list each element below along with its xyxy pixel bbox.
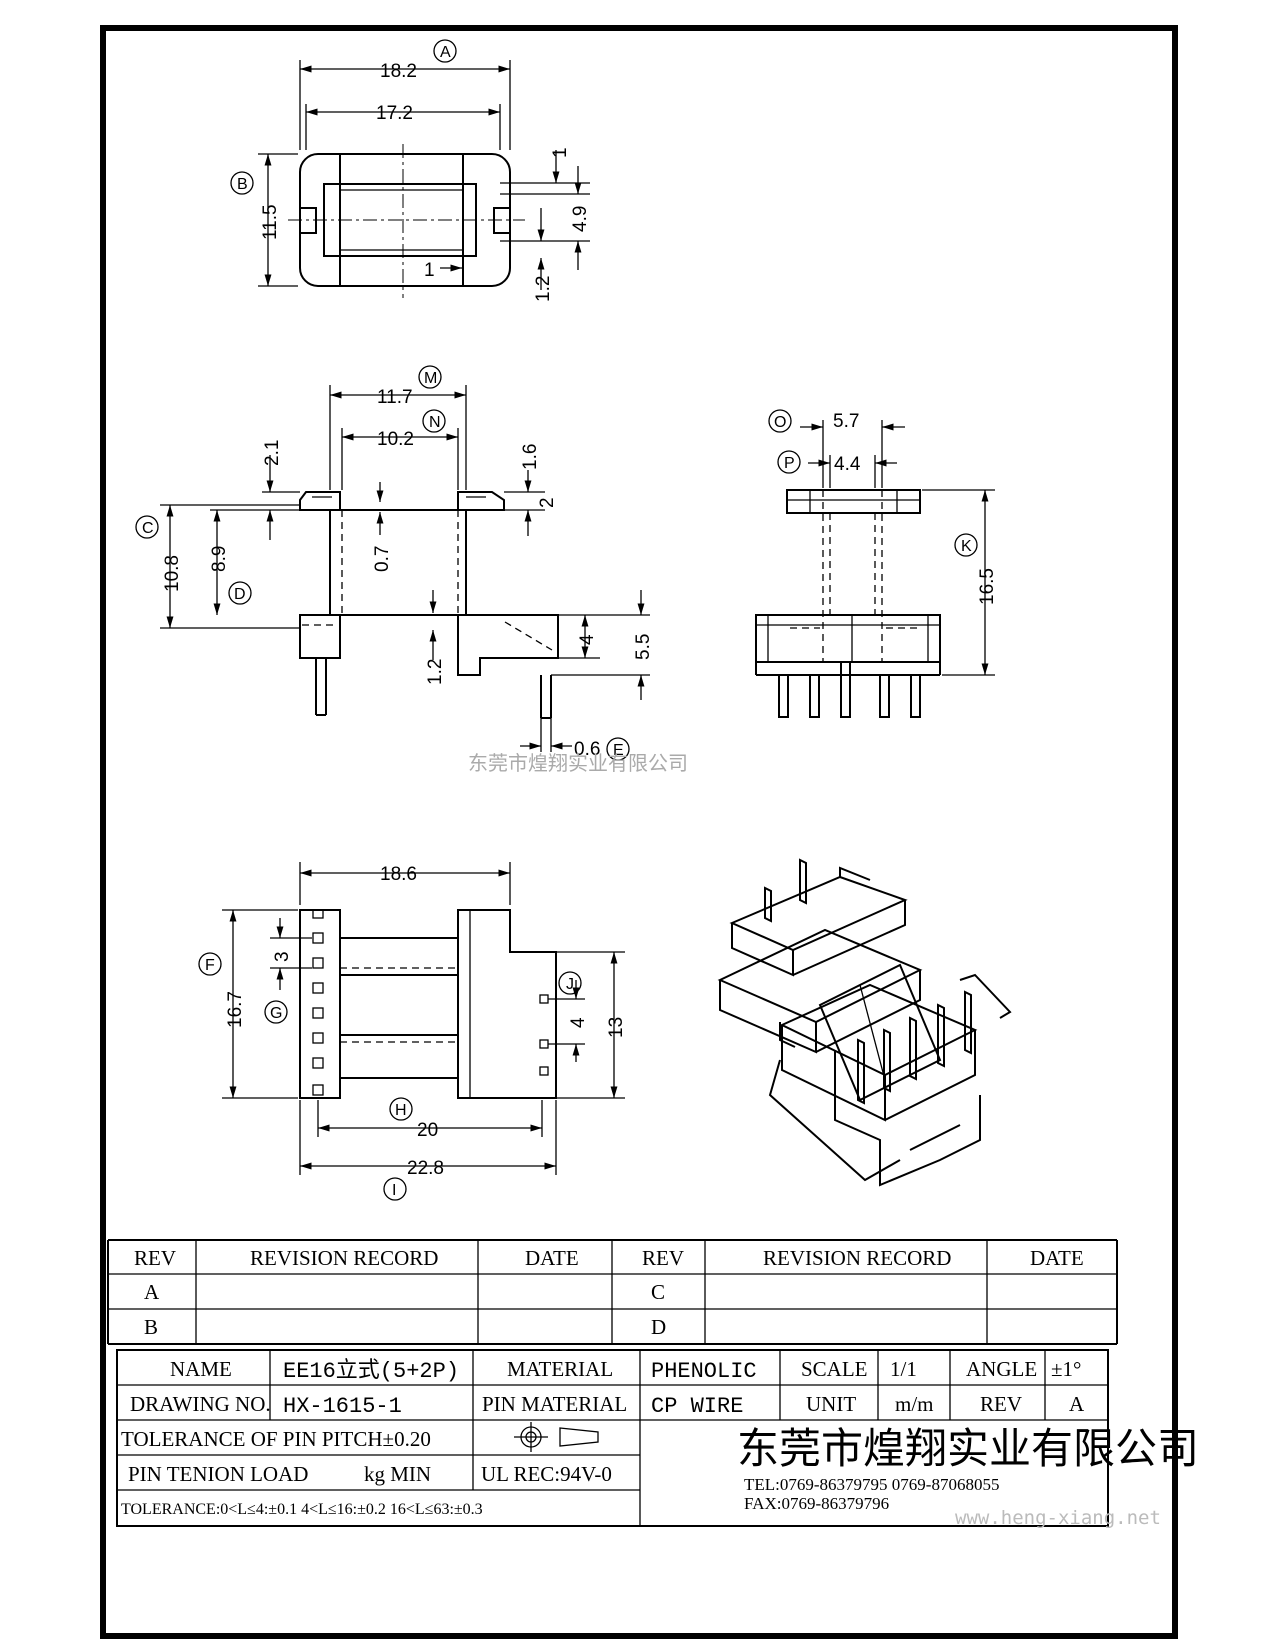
top-dim-d: 1 xyxy=(550,147,571,158)
date-header-1: DATE xyxy=(525,1246,579,1270)
side-dim-b: 4.4 xyxy=(834,454,861,475)
callout-p: P xyxy=(784,455,795,472)
rev-header-1: REV xyxy=(134,1246,176,1270)
projection-symbol-icon xyxy=(514,1422,599,1452)
pin-tension-label: PIN TENION LOAD xyxy=(128,1462,308,1486)
name-label: NAME xyxy=(170,1357,232,1381)
top-dim-c: 11.5 xyxy=(260,204,281,240)
pin-tension-unit: kg MIN xyxy=(364,1462,431,1486)
side-dim-c: 16.5 xyxy=(977,568,998,605)
company-name: 东莞市煌翔实业有限公司 xyxy=(737,1426,1199,1473)
top-view: 18.2 17.2 11.5 1 4.9 1.2 1 A B xyxy=(230,39,591,302)
front-dim-k: 5.5 xyxy=(633,634,654,660)
callout-d: D xyxy=(234,586,246,603)
revision-record-header-2: REVISION RECORD xyxy=(763,1246,951,1270)
callout-n: N xyxy=(429,414,441,431)
callout-h: H xyxy=(395,1102,407,1119)
front-view: 11.7 10.2 2.1 1.6 2 10.8 8.9 0.7 1.2 4 xyxy=(135,365,654,761)
front-dim-i: 1.2 xyxy=(425,659,446,685)
callout-e: E xyxy=(613,742,624,759)
unit-label: UNIT xyxy=(806,1392,856,1416)
side-dim-a: 5.7 xyxy=(833,411,859,432)
rev-label: REV xyxy=(980,1392,1022,1416)
front-dim-a: 11.7 xyxy=(377,387,413,408)
front-dim-h: 0.7 xyxy=(372,546,393,572)
drawing-no-label: DRAWING NO. xyxy=(130,1392,271,1416)
front-dim-g: 8.9 xyxy=(209,546,230,572)
callout-g: G xyxy=(270,1005,282,1022)
callout-k: K xyxy=(961,538,972,555)
callout-o: O xyxy=(774,414,786,431)
rev-row-c: C xyxy=(651,1280,665,1304)
title-block: NAME EE16立式(5+2P) MATERIAL PHENOLIC SCAL… xyxy=(116,1349,1199,1527)
top-dim-e: 4.9 xyxy=(570,206,591,232)
front-dim-c: 2.1 xyxy=(262,440,283,466)
front-dim-e: 2 xyxy=(537,497,558,508)
company-fax: FAX:0769-86379796 xyxy=(744,1494,889,1513)
top-dim-f: 1.2 xyxy=(533,276,554,302)
material-value: PHENOLIC xyxy=(651,1359,757,1384)
bottom-dim-d: 4 xyxy=(568,1017,589,1028)
ul-rec: UL REC:94V-0 xyxy=(481,1462,612,1486)
callout-b: B xyxy=(237,176,248,193)
name-value: EE16立式(5+2P) xyxy=(283,1358,459,1384)
rev-row-a: A xyxy=(144,1280,160,1304)
pin-material-label: PIN MATERIAL xyxy=(482,1392,627,1416)
bottom-dim-b: 16.7 xyxy=(225,991,246,1028)
date-header-2: DATE xyxy=(1030,1246,1084,1270)
scale-label: SCALE xyxy=(801,1357,868,1381)
callout-m: M xyxy=(424,370,437,387)
rev-row-d: D xyxy=(651,1315,666,1339)
callout-c: C xyxy=(142,520,154,537)
bottom-dim-a: 18.6 xyxy=(380,864,417,885)
bottom-view: 18.6 16.7 3 4 13 20 22.8 F G J H xyxy=(198,862,627,1201)
front-dim-b: 10.2 xyxy=(377,429,414,450)
tolerance-pitch: TOLERANCE OF PIN PITCH±0.20 xyxy=(121,1427,431,1451)
bottom-dim-e: 13 xyxy=(606,1017,627,1038)
material-label: MATERIAL xyxy=(507,1357,613,1381)
unit-value: m/m xyxy=(895,1392,934,1416)
side-view: 5.7 4.4 16.5 O P K xyxy=(755,409,998,718)
scale-value: 1/1 xyxy=(890,1357,917,1381)
front-dim-j: 4 xyxy=(577,634,598,645)
revision-record-header-1: REVISION RECORD xyxy=(250,1246,438,1270)
top-dim-g: 1 xyxy=(424,260,435,281)
angle-value: ±1° xyxy=(1051,1357,1081,1381)
bottom-dim-c: 3 xyxy=(272,951,293,962)
callout-j: J xyxy=(566,976,574,993)
watermark-website: www.heng-xiang.net xyxy=(955,1507,1161,1529)
top-dim-a: 18.2 xyxy=(380,61,417,82)
tolerance-general: TOLERANCE:0<L≤4:±0.1 4<L≤16:±0.2 16<L≤63… xyxy=(121,1501,483,1518)
rev-value: A xyxy=(1069,1392,1085,1416)
pin-material-value: CP WIRE xyxy=(651,1394,743,1419)
callout-f: F xyxy=(205,957,215,974)
top-dim-b: 17.2 xyxy=(376,103,413,124)
callout-a: A xyxy=(440,44,451,61)
revision-table: REV REVISION RECORD DATE REV REVISION RE… xyxy=(107,1239,1118,1345)
bottom-dim-g: 22.8 xyxy=(407,1158,444,1179)
bottom-dim-f: 20 xyxy=(417,1120,438,1141)
company-tel: TEL:0769-86379795 0769-87068055 xyxy=(744,1475,999,1494)
rev-header-2: REV xyxy=(642,1246,684,1270)
front-dim-f: 10.8 xyxy=(162,555,183,592)
rev-row-b: B xyxy=(144,1315,158,1339)
outer-border xyxy=(100,25,1178,1639)
isometric-view xyxy=(717,858,1012,1187)
front-dim-l: 0.6 xyxy=(574,739,600,760)
angle-label: ANGLE xyxy=(966,1357,1037,1381)
drawing-no-value: HX-1615-1 xyxy=(283,1394,402,1419)
front-dim-d: 1.6 xyxy=(520,444,541,470)
watermark-company: 东莞市煌翔实业有限公司 xyxy=(468,751,688,775)
callout-i: I xyxy=(392,1182,396,1199)
